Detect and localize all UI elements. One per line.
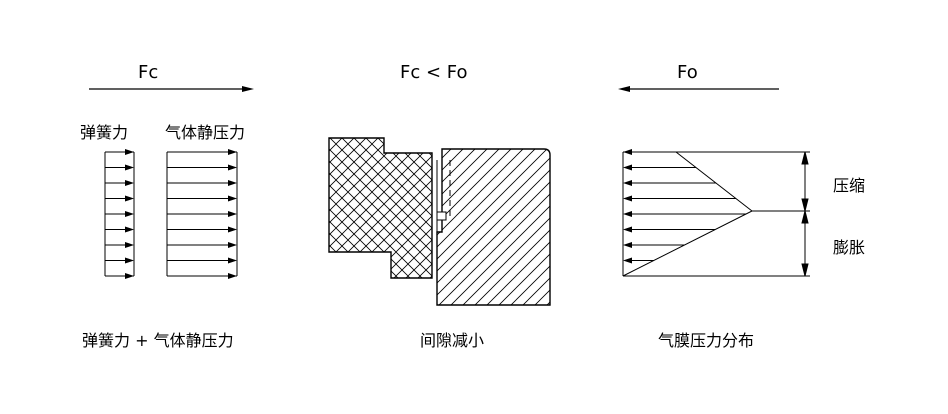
film-pressure-arrow <box>623 226 716 233</box>
film-pressure-arrow <box>623 257 654 264</box>
right-force-label: Fo <box>677 62 698 83</box>
gas-arrow-group <box>167 149 237 279</box>
left-caption: 弹簧力 + 气体静压力 <box>82 331 234 350</box>
seal-gap-detail <box>436 160 451 232</box>
film-pressure-arrow <box>623 211 747 217</box>
film-pressure-arrow <box>623 242 685 248</box>
spring-arrow <box>105 164 134 171</box>
stationary-ring-section <box>328 137 433 279</box>
spring-arrow <box>105 242 134 248</box>
spring-arrow <box>105 180 134 186</box>
right-panel: Fo 压缩 膨胀 气膜压力分布 <box>618 62 865 350</box>
gas-arrow <box>167 257 237 264</box>
middle-caption: 间隙减小 <box>420 331 484 350</box>
film-pressure-arrow <box>623 164 696 171</box>
film-pressure-arrow <box>623 180 716 186</box>
rotating-ring-section <box>436 148 551 306</box>
label-gas-static-pressure: 气体静压力 <box>165 123 245 142</box>
right-caption: 气膜压力分布 <box>658 331 754 350</box>
gas-arrow <box>167 226 237 233</box>
gas-arrow <box>167 242 237 248</box>
left-panel: Fc 弹簧力 气体静压力 弹簧力 + 气体静压力 <box>80 62 254 350</box>
spring-arrow <box>105 226 134 233</box>
film-arrow-group <box>623 149 747 264</box>
spring-arrow <box>105 211 134 217</box>
right-force-arrow <box>618 86 779 92</box>
label-compress: 压缩 <box>833 176 865 195</box>
spring-arrow <box>105 273 134 279</box>
gas-arrow <box>167 164 237 171</box>
spring-arrow-group <box>105 149 134 279</box>
force-comparison-label: Fc < Fo <box>400 62 468 83</box>
gas-arrow <box>167 180 237 186</box>
left-force-arrow <box>89 86 254 92</box>
label-spring-force: 弹簧力 <box>80 123 128 142</box>
gas-arrow <box>167 195 237 202</box>
film-pressure-arrow <box>623 195 736 202</box>
dimension-expand <box>801 210 809 277</box>
gas-arrow <box>167 211 237 217</box>
middle-panel: Fc < Fo 间隙减小 <box>328 62 551 350</box>
label-expand: 膨胀 <box>833 238 865 257</box>
film-pressure-arrow <box>623 149 676 155</box>
spring-arrow <box>105 195 134 202</box>
spring-arrow <box>105 149 134 155</box>
dimension-compress <box>801 151 809 212</box>
gas-arrow <box>167 149 237 155</box>
spring-arrow <box>105 257 134 264</box>
left-force-label: Fc <box>138 62 158 83</box>
gas-arrow <box>167 273 237 279</box>
